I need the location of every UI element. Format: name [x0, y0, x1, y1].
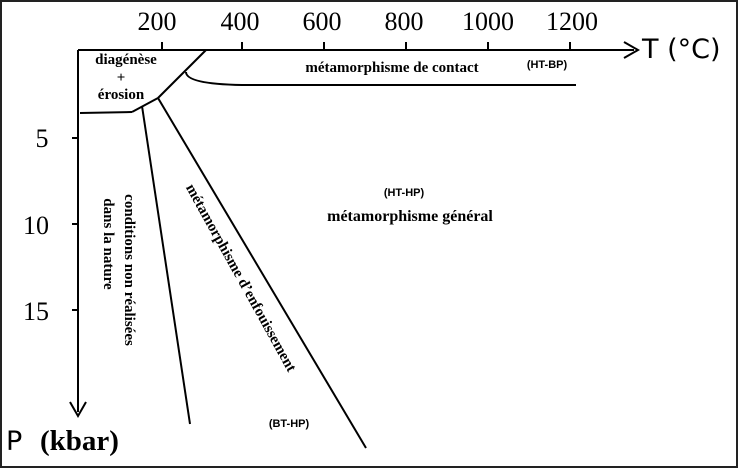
zone-contact-label: métamorphisme de contact — [305, 60, 478, 76]
temperature-axis-label: T (°C) — [641, 34, 721, 65]
t-tick-label: 1200 — [546, 7, 598, 36]
pressure-axis-unit: (kbar) — [40, 425, 119, 457]
t-tick-label: 600 — [303, 7, 342, 36]
zone-diagenese-label: diagénèse — [95, 52, 157, 68]
boundary-enfouissement — [157, 97, 367, 449]
pressure-axis-label: P — [6, 426, 22, 457]
t-tick-label: 1000 — [462, 7, 514, 36]
zone-enfouissement-tag: (BT-HP) — [269, 418, 310, 430]
zone-boundaries — [79, 49, 576, 449]
boundary-diagenese-lower — [131, 97, 159, 113]
p-tick-label: 10 — [23, 211, 49, 240]
zone-general-label: métamorphisme général — [327, 208, 493, 225]
t-tick-label: 400 — [221, 7, 260, 36]
temperature-axis-arrow-icon — [623, 41, 641, 59]
p-tick-label: 15 — [23, 297, 49, 326]
zone-enfouissement-label: métamorphisme d’enfouissement — [182, 181, 299, 374]
pressure-ticks: 5 10 15 — [23, 124, 78, 326]
boundary-diagenese-left — [79, 111, 133, 114]
boundary-diagenese-upper — [157, 49, 207, 99]
zone-contact-tag: (HT-BP) — [527, 59, 568, 71]
temperature-ticks: 200 400 600 800 1000 1200 — [138, 7, 598, 50]
zone-erosion-label: érosion — [98, 87, 145, 103]
zone-general-tag: (HT-HP) — [384, 187, 425, 199]
p-tick-label: 5 — [36, 124, 49, 153]
t-tick-label: 200 — [138, 7, 177, 36]
boundary-nature — [141, 105, 191, 425]
zone-nature-label-2: dans la nature — [100, 198, 116, 290]
zone-nature-label-1: conditions non réalisées — [121, 194, 137, 346]
boundary-contact — [185, 71, 576, 86]
pressure-axis-arrow-icon — [69, 401, 87, 419]
t-tick-label: 800 — [385, 7, 424, 36]
zone-diagenese-plus: + — [117, 70, 126, 86]
